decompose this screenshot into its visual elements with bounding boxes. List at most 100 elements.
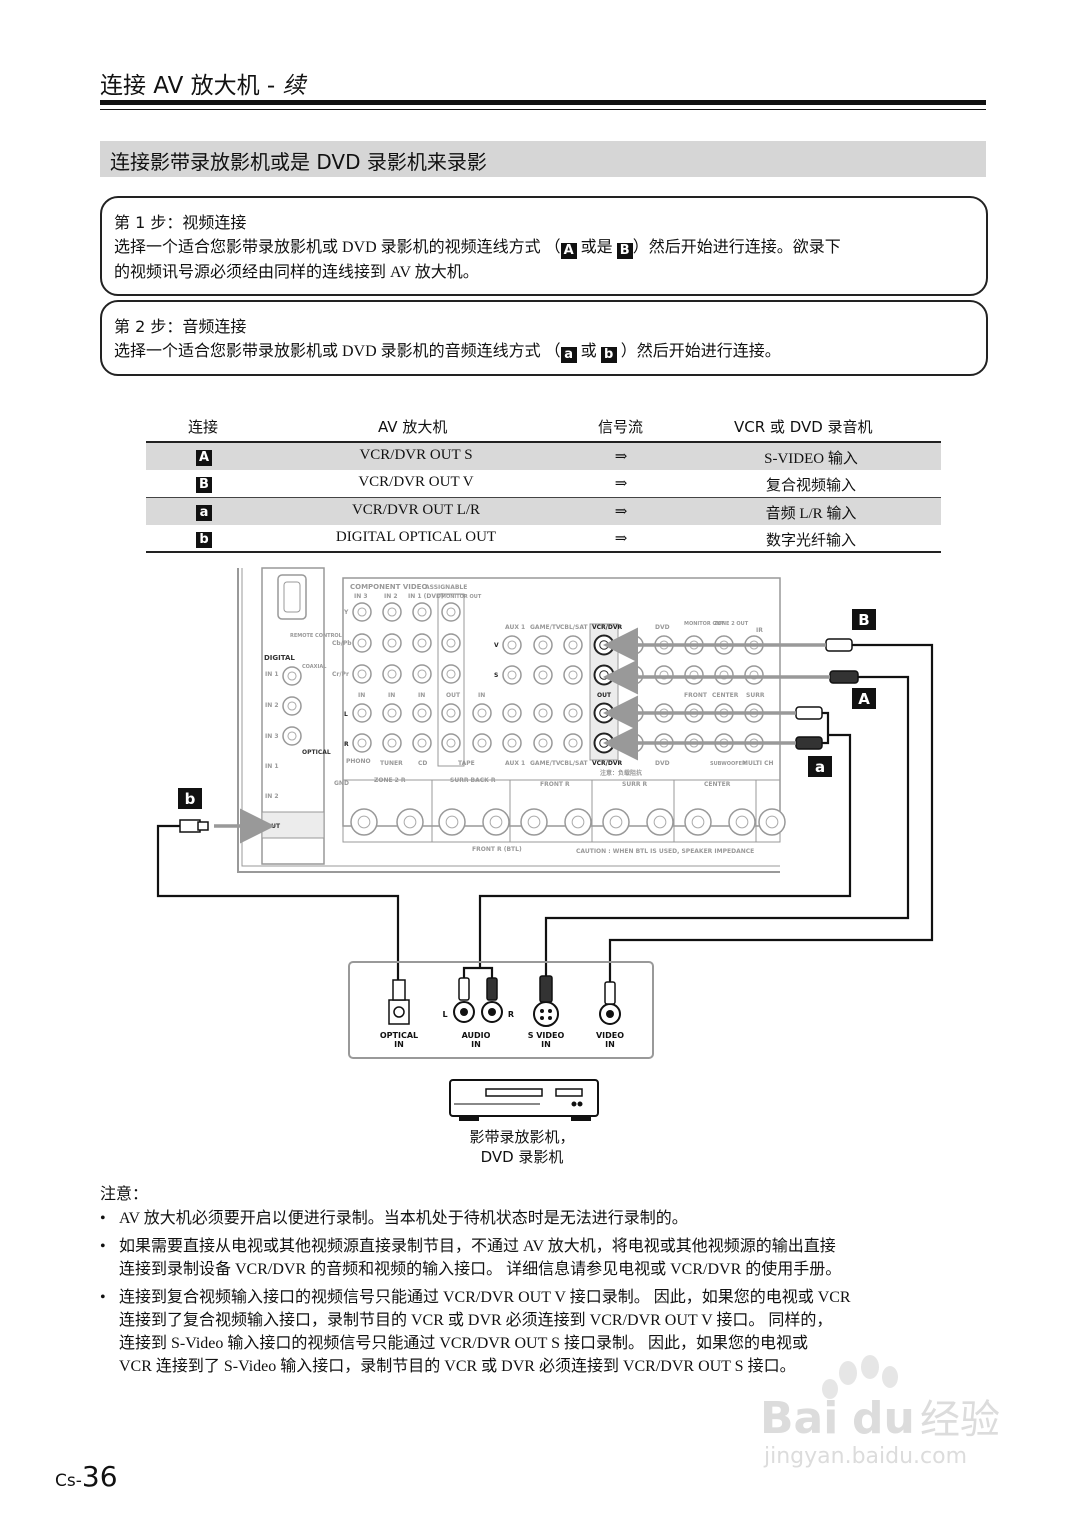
panel-jack-inner	[446, 669, 456, 679]
label-optical-in: OPTICAL	[380, 1031, 418, 1040]
panel-jack-icon	[502, 635, 522, 655]
panel-jack-inner	[446, 708, 456, 718]
label-front-r-btl: FRONT R (BTL)	[472, 846, 522, 853]
label-phono: PHONO	[346, 758, 371, 765]
label-b-icon: b	[185, 790, 196, 808]
watermark-brand-c: 经验	[920, 1397, 1000, 1443]
label-dvd-top: DVD	[655, 624, 670, 631]
plug-b-icon	[179, 819, 201, 833]
row-amp-output: DIGITAL OPTICAL OUT	[335, 529, 497, 545]
cables	[156, 643, 934, 985]
label-B-icon: B	[858, 611, 869, 629]
table-bottom-rule	[146, 551, 941, 553]
panel-jack-icon	[533, 703, 553, 723]
note-line: 连接到复合视频输入接口的视频信号只能通过 VCR/DVR OUT V 接口录制。…	[119, 1289, 851, 1306]
panel-jack-inner	[538, 738, 548, 748]
label-optical-in2: IN 2	[265, 793, 279, 800]
panel-jack-icon	[563, 733, 583, 753]
table-row: A VCR/DVR OUT S ⇒ S-VIDEO 输入	[146, 443, 941, 470]
label-optical: OPTICAL	[302, 749, 331, 756]
header-continued: 续	[282, 73, 306, 99]
step1-heading: 第 1 步：视频连接	[114, 213, 247, 232]
recorder-input-panel: OPTICAL IN AUDIO IN S VIDEO IN VIDEO IN …	[348, 961, 654, 1059]
panel-jack-icon	[602, 808, 630, 836]
panel-jack-inner	[735, 815, 749, 829]
table-header-flow: 信号流	[598, 418, 644, 436]
panel-jack-icon	[412, 633, 432, 653]
label-subwoofer: SUBWOOFER	[710, 761, 746, 767]
panel-jack-inner	[357, 815, 371, 829]
label-A-icon: A	[858, 690, 870, 708]
key-a-icon: a	[560, 347, 577, 363]
panel-jack-icon	[472, 703, 492, 723]
panel-jack-icon	[502, 733, 522, 753]
page-header-title: 连接 AV 放大机 - 续	[100, 66, 306, 100]
panel-jack-icon	[684, 665, 704, 685]
panel-jack-icon	[533, 665, 553, 685]
panel-jack-inner	[403, 815, 417, 829]
panel-jack-icon	[441, 664, 461, 684]
list-item: 如果需要直接从电视或其他视频源直接录制节目，不通过 AV 放大机，将电视或其他视…	[100, 1235, 980, 1281]
label-svideo-in: S VIDEO	[528, 1031, 565, 1040]
label-front-r: FRONT R	[540, 781, 570, 788]
label-video-in: VIDEO	[596, 1031, 624, 1040]
panel-jack-icon	[282, 666, 302, 686]
panel-jack-icon	[714, 665, 734, 685]
table-row: b DIGITAL OPTICAL OUT ⇒ 数字光纤输入	[146, 525, 941, 552]
panel-jack-icon	[654, 665, 674, 685]
panel-jack-inner	[417, 708, 427, 718]
panel-jack-icon	[441, 703, 461, 723]
panel-jack-icon	[744, 665, 764, 685]
panel-jack-icon	[564, 808, 592, 836]
panel-jack-inner	[749, 670, 759, 680]
panel-jack-inner	[568, 708, 578, 718]
label-in-4: IN	[478, 692, 485, 699]
vcr-dvd-recorder-icon	[449, 1079, 599, 1121]
key-b-icon: b	[196, 532, 212, 548]
cable-plugs	[179, 638, 859, 833]
panel-jack-icon	[282, 726, 302, 746]
panel-jack-inner	[659, 670, 669, 680]
plug-a-right-icon	[795, 736, 823, 750]
panel-jack-inner	[387, 607, 397, 617]
label-cd: CD	[418, 760, 427, 767]
table-header-connection: 连接	[188, 418, 219, 436]
label-comp-in3: IN 3	[354, 593, 368, 600]
label-v: V	[494, 642, 499, 649]
panel-jack-icon	[646, 808, 674, 836]
panel-jack-inner	[719, 670, 729, 680]
panel-jack-inner	[568, 670, 578, 680]
label-tape: TAPE	[458, 760, 475, 767]
label-comp-in2: IN 2	[384, 593, 398, 600]
step2-text: 选择一个适合您影带录放影机或 DVD 录影机的音频连线方式 （a 或 b ）然后…	[114, 339, 781, 364]
panel-jack-icon	[352, 602, 372, 622]
panel-jack-icon	[382, 602, 402, 622]
note-line: AV 放大机必须要开启以便进行录制。当本机处于待机状态时是无法进行录制的。	[119, 1210, 688, 1227]
panel-jack-icon	[382, 664, 402, 684]
panel-jack-icon	[352, 633, 372, 653]
watermark-brand-a: Bai	[760, 1393, 838, 1444]
panel-jack-inner	[387, 738, 397, 748]
step1-text-line2: 的视频讯号源必须经由同样的连线接到 AV 放大机。	[114, 264, 479, 281]
panel-jack-icon	[758, 808, 786, 836]
signal-flow-arrow-icon: ⇒	[614, 449, 628, 465]
panel-jack-icon	[352, 733, 372, 753]
step1-box: 第 1 步：视频连接 选择一个适合您影带录放影机或 DVD 录影机的视频连线方式…	[100, 196, 988, 296]
label-surr-back-r: SURR BACK R	[450, 777, 496, 784]
label-digital: DIGITAL	[264, 654, 295, 662]
connection-letter-labels: B A a b	[178, 609, 876, 809]
panel-jack-icon	[502, 665, 522, 685]
row-amp-output: VCR/DVR OUT S	[359, 447, 473, 463]
recorder-caption-line2: DVD 录影机	[481, 1148, 564, 1166]
step2-text-a: 选择一个适合您影带录放影机或 DVD 录影机的音频连线方式 （	[114, 343, 561, 360]
key-B-icon: B	[616, 243, 633, 259]
panel-jack-inner	[417, 738, 427, 748]
key-B-icon: B	[196, 477, 212, 493]
row-recorder-input: 音频 L/R 输入	[765, 506, 857, 522]
panel-jack-icon	[412, 733, 432, 753]
note-line: 连接到录制设备 VCR/DVR 的音频和视频的输入接口。 详细信息请参见电视或 …	[119, 1261, 842, 1278]
plug-b-tip	[197, 821, 209, 831]
label-digital-in1: IN 1	[265, 671, 279, 678]
panel-jack-inner	[357, 708, 367, 718]
panel-jack-icon	[352, 703, 372, 723]
